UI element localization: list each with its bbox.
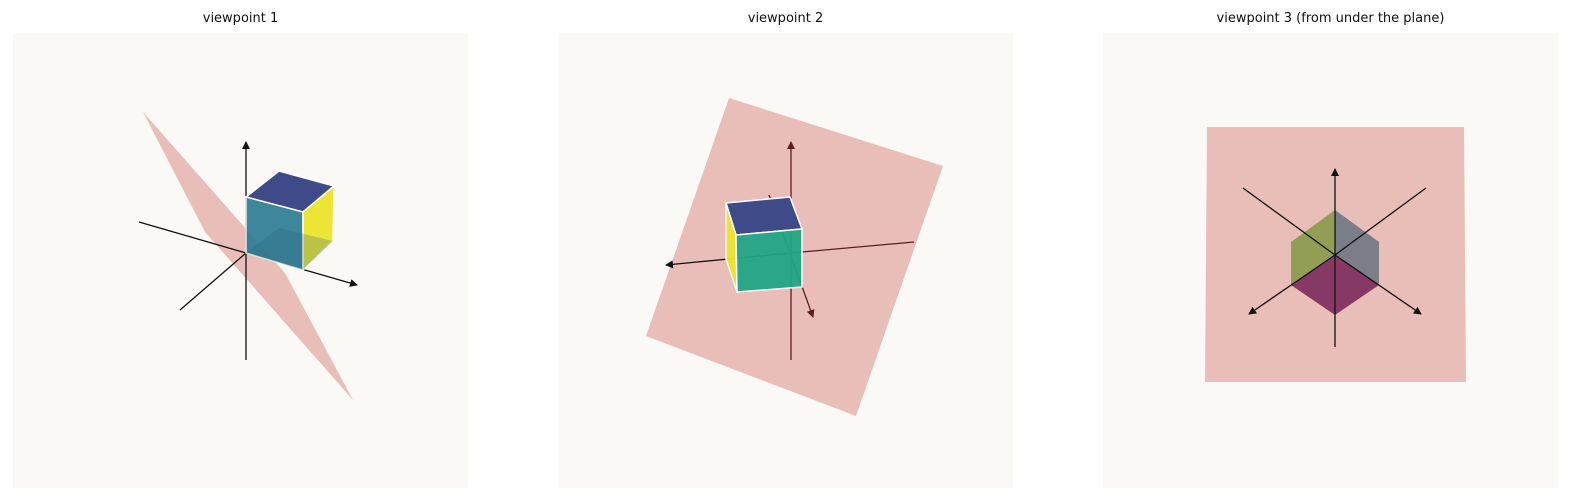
panel-1-cube-face-right bbox=[302, 184, 335, 272]
panel-2-axis-x-positive bbox=[790, 241, 915, 254]
panel-1-axis-x-negative bbox=[138, 221, 247, 254]
panel-3-axis-x bbox=[1334, 254, 1422, 315]
panel-2 bbox=[558, 33, 1013, 488]
panel-3-cube-face-slate bbox=[1335, 210, 1379, 285]
panel-1-axis-y bbox=[179, 252, 247, 311]
panel-2-cube-face-front bbox=[735, 228, 803, 293]
panel-3-cube-face-olive bbox=[1291, 210, 1335, 285]
panel-3-axis-x-back bbox=[1242, 187, 1336, 256]
panel-3-axis-y bbox=[1248, 254, 1336, 315]
panel-3-axis-y-back bbox=[1334, 187, 1427, 256]
panel-1-plane bbox=[143, 112, 353, 400]
panel-3 bbox=[1103, 33, 1558, 488]
panel-1-title: viewpoint 1 bbox=[202, 11, 279, 26]
panel-2-title: viewpoint 2 bbox=[747, 11, 824, 26]
panel-1 bbox=[13, 33, 468, 488]
panel-3-title: viewpoint 3 (from under the plane) bbox=[1216, 11, 1445, 26]
panel-1-cube-inner-shade bbox=[246, 228, 333, 270]
